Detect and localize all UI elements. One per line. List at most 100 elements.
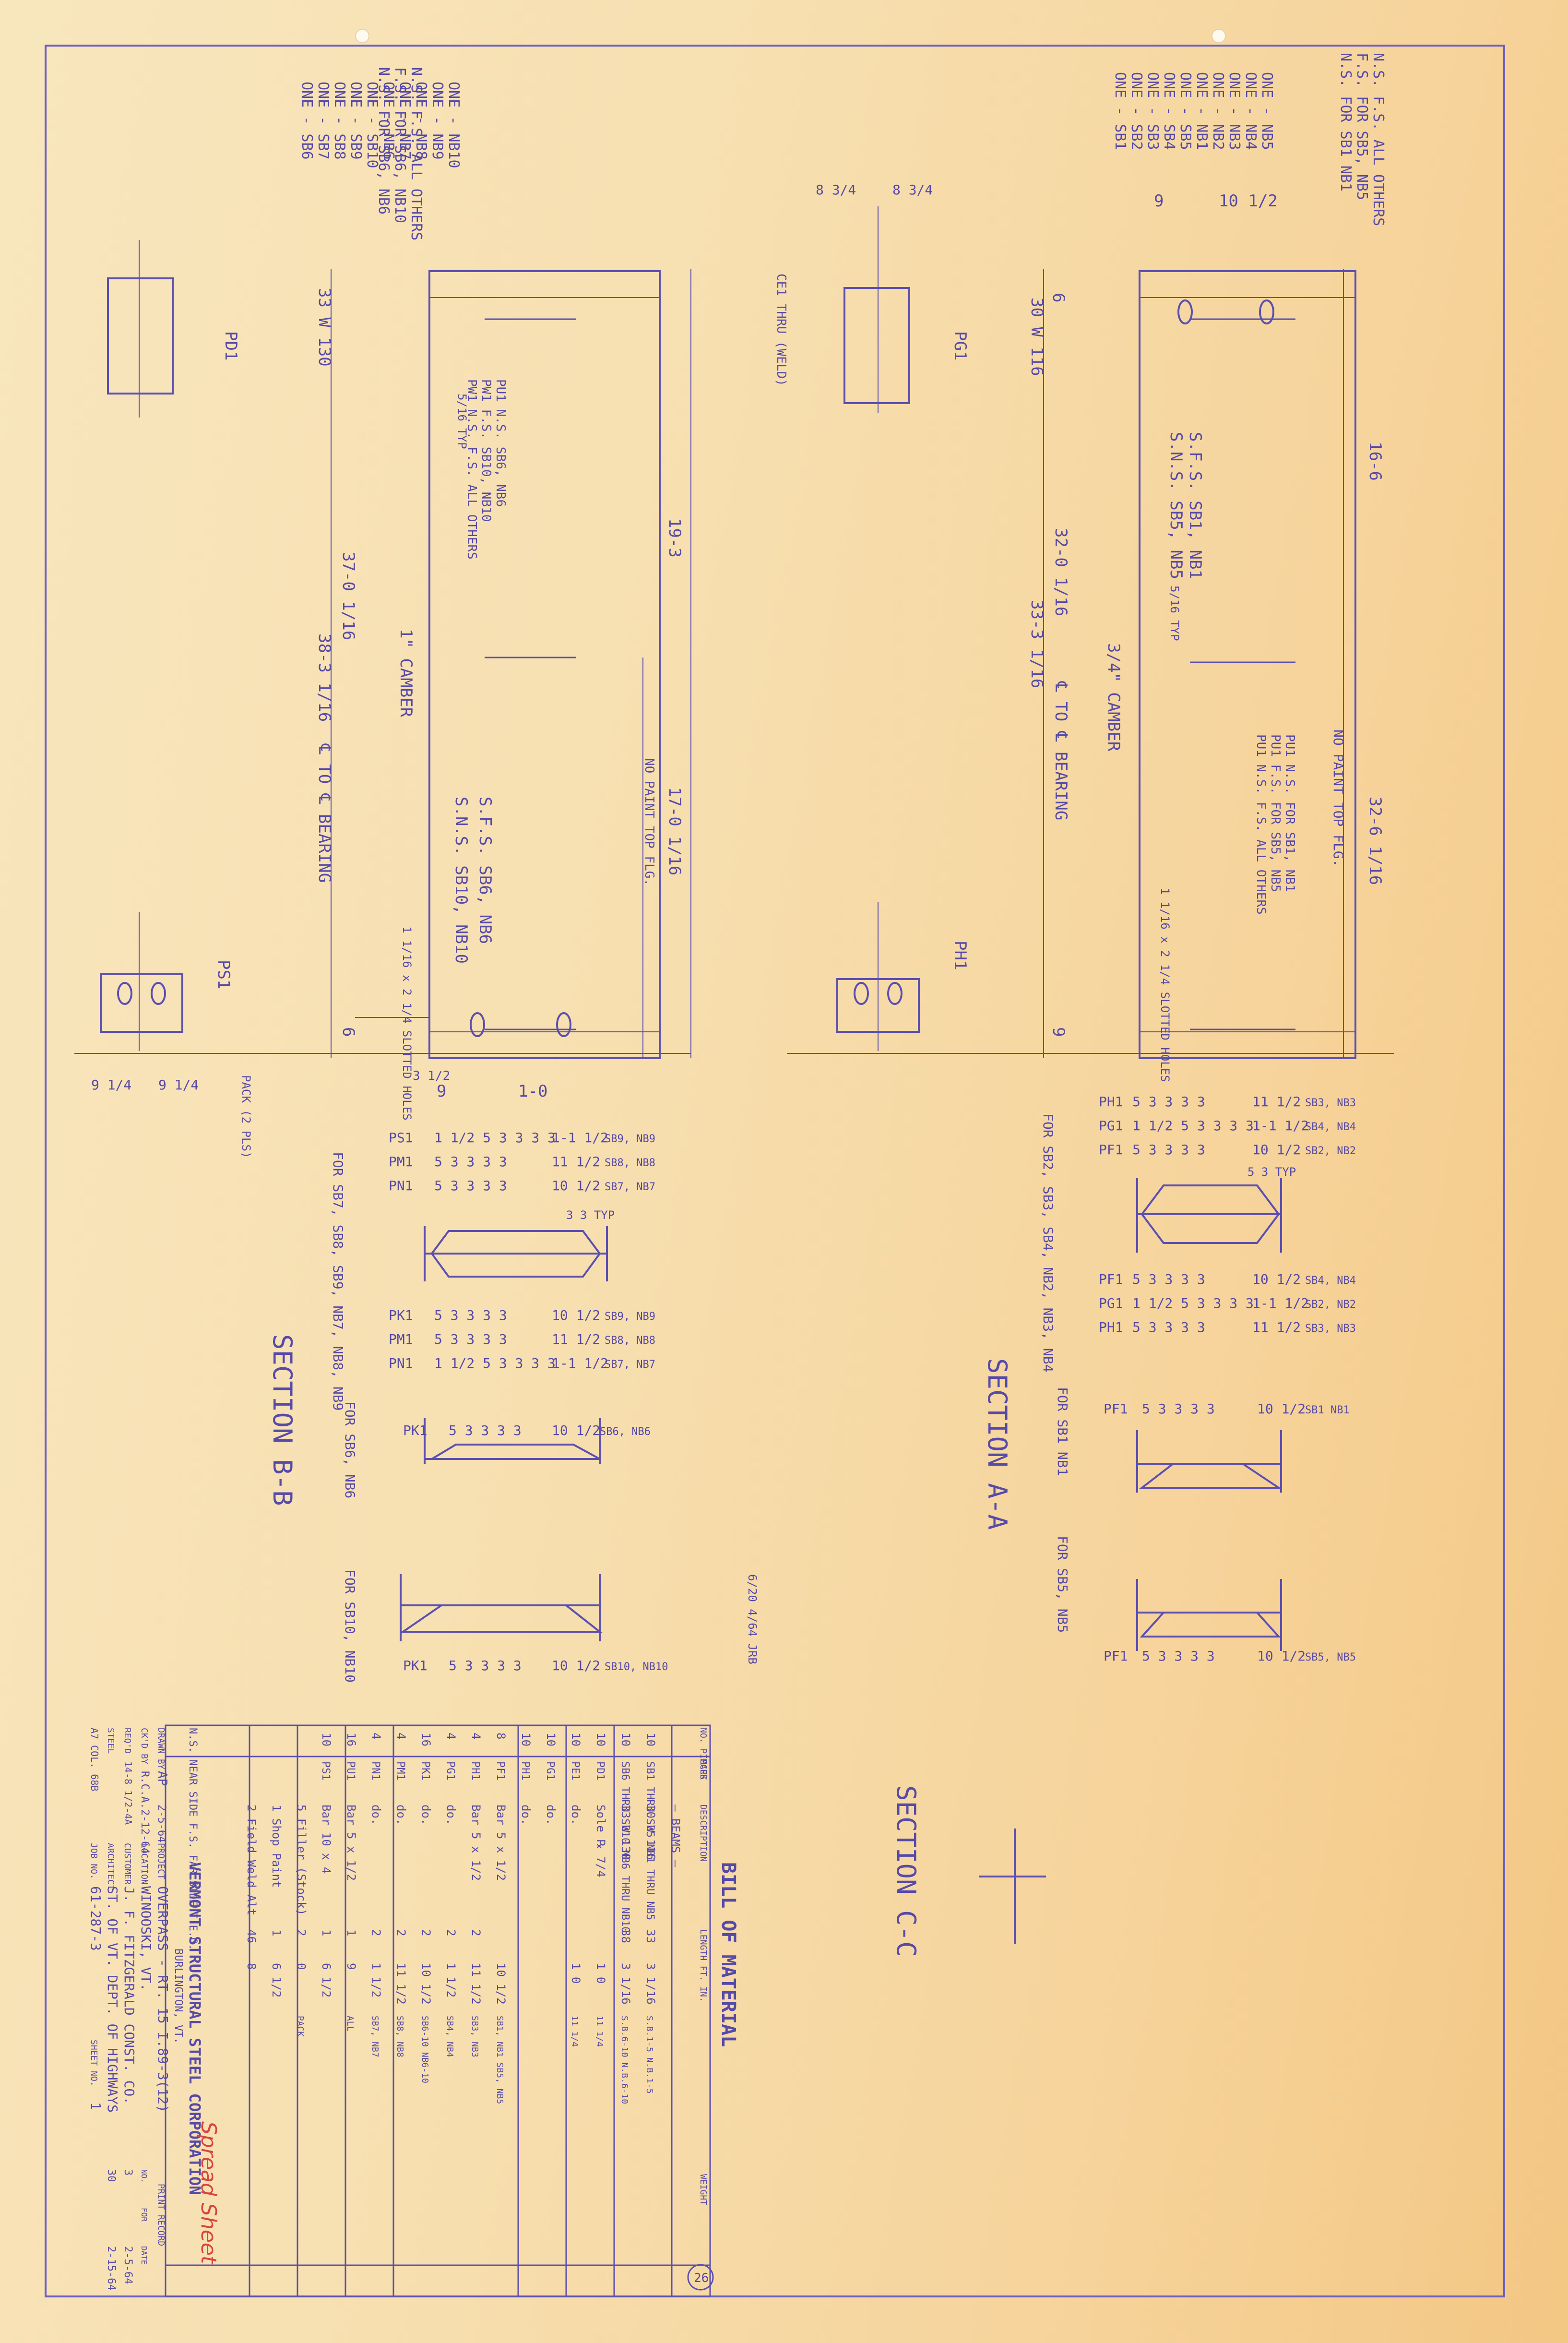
bom-cell-no: 4 <box>444 1733 458 1739</box>
location: WINOOSKI, VT. <box>138 1886 154 1991</box>
checked-by: R.C.A. <box>139 1771 151 1809</box>
schedule-a-len: 10 1/2 <box>1252 1142 1301 1158</box>
schedule-b-dims: 5 3 3 3 3 <box>434 1178 507 1194</box>
bom-cell-ft: 33 <box>644 1929 657 1943</box>
schedule-a-mark: PF1 <box>1104 1648 1128 1664</box>
bom-cell-desc: do. <box>519 1805 533 1825</box>
schedule-b-dims: 5 3 3 3 3 <box>434 1331 507 1347</box>
note-a-3: N.S. F.S. ALL OTHERS <box>1370 53 1387 226</box>
sheet-border <box>45 45 1505 2297</box>
beam-b-slotted: 1 1/16 x 2 1/4 SLOTTED HOLES <box>400 926 414 1121</box>
drawn-by-label: DRAWN BY <box>156 1728 166 1769</box>
beam-b-bearing: ℄ TO ℄ BEARING <box>315 743 334 883</box>
print-date-label: DATE <box>140 2246 149 2265</box>
schedule-a-dims: 5 3 3 3 3 <box>1132 1271 1205 1287</box>
beam-a-length-cl: 33-3 1/16 <box>1027 600 1046 688</box>
schedule-b-use: SB6, NB6 <box>600 1426 651 1438</box>
circle-number: 26 <box>694 2271 709 2285</box>
bom-cell-desc: Bar 10 x 4 <box>320 1805 333 1874</box>
print-date-1: 2-5-64 <box>122 2246 134 2284</box>
girder-b-item: ONE - NB8 <box>413 82 429 160</box>
schedule-b-len: 10 1/2 <box>552 1423 600 1438</box>
bom-cell-mark: PF1 <box>494 1761 506 1781</box>
bom-cell-ft: 2 <box>444 1929 458 1936</box>
schedule-b-mark: PM1 <box>389 1154 413 1170</box>
bom-cell-in: 1 0 <box>569 1963 582 1984</box>
schedule-a-group1: FOR SB2, SB3, SB4, NB2, NB3, NB4 <box>1040 1113 1056 1372</box>
bom-table <box>165 1724 711 2297</box>
architect-label: ARCHITECT <box>106 1843 116 1890</box>
beam-b-labels: 33 W 130 37-0 1/16 38-3 1/16 ℄ TO ℄ BEAR… <box>91 288 684 1158</box>
bom-cell-in: 6 1/2 <box>320 1963 333 1997</box>
schedule-b-len: 11 1/2 <box>552 1331 600 1347</box>
schedule-b-use: SB9, NB9 <box>605 1311 655 1323</box>
beam-a-dim-6: 6 <box>1049 293 1068 302</box>
bom-header-length: LENGTH FT. IN. <box>698 1929 708 2002</box>
bom-cell-desc: 1 Shop Paint <box>270 1805 283 1888</box>
bom-cell-in: 10 1/2 <box>419 1963 433 2005</box>
bom-cell-ft: 38 <box>619 1929 632 1943</box>
bom-cell-mark: PG1 <box>544 1761 556 1781</box>
girder-b-item: ONE - SB9 <box>347 82 364 160</box>
schedule-a-use: SB5, NB5 <box>1305 1651 1356 1663</box>
beam-a-half-len: 16-6 <box>1366 442 1385 481</box>
circle-number-badge: 26 <box>687 2264 714 2291</box>
bom-cell-in: 3 1/16 <box>644 1963 657 2005</box>
bom-cell-in: 6 1/2 <box>270 1963 283 1997</box>
schedule-a-len: 11 1/2 <box>1252 1094 1301 1110</box>
schedule-a-len: 10 1/2 <box>1257 1401 1306 1417</box>
schedule-b-mark: PK1 <box>403 1658 428 1674</box>
beam-a-p-end2: PH1 <box>950 941 970 970</box>
bom-cell-note: S.B.1-5 N.B.1-5 <box>644 2016 654 2094</box>
print-no-label: NO. <box>140 2169 149 2183</box>
section-titles: SECTION B-B SECTION A-A SECTION C-C <box>267 1334 1012 1957</box>
beam-b-length-cl: 38-3 1/16 <box>315 634 334 722</box>
customer: J. F. FITZGERALD CONST. CO. <box>121 1886 137 2104</box>
schedule-a-len: 10 1/2 <box>1257 1648 1306 1664</box>
schedule-a-mark: PF1 <box>1099 1142 1123 1158</box>
schedule-b-mark: PK1 <box>389 1307 413 1323</box>
drawn-date: 2-5-64 <box>155 1805 167 1842</box>
beam-a-labels: 30 W 116 32-0 1/16 33-3 1/16 ℄ TO ℄ BEAR… <box>774 182 1385 1082</box>
beam-b-half-len: 19-3 <box>665 518 684 558</box>
plate-sketches-a <box>1136 1178 1282 1651</box>
bom-cell-ft: 2 <box>295 1929 308 1936</box>
note-a-2: F.S. FOR SB5, NB5 <box>1354 53 1370 200</box>
bom-cell-mark: PU1 <box>344 1761 356 1781</box>
schedule-b-use: SB9, NB9 <box>605 1133 655 1145</box>
schedule-a-use: SB4, NB4 <box>1305 1121 1356 1133</box>
bom-cell-in: 1 0 <box>594 1963 607 1984</box>
schedule-a-len: 1-1 1/2 <box>1252 1118 1309 1134</box>
schedule-a-use: SB4, NB4 <box>1305 1275 1356 1287</box>
bom-cell-desc: do. <box>544 1805 558 1825</box>
bom-cell-ft: 1 <box>344 1929 358 1936</box>
girder-b-item: ONE - SB7 <box>315 82 332 160</box>
print-no-2: 30 <box>105 2169 117 2182</box>
schedule-a-use: SB1 NB1 <box>1305 1404 1350 1416</box>
bom-header-desc: DESCRIPTION <box>698 1805 708 1862</box>
checked-by-label: CK'D BY <box>139 1728 149 1764</box>
project-label: PROJECT <box>156 1843 166 1879</box>
bom-cell-in: 3 1/16 <box>619 1963 632 2005</box>
beam-b-dim-1-0: 1-0 <box>518 1082 547 1101</box>
girder-b-item: ONE - NB7 <box>396 82 413 160</box>
bom-cell-desc: — BEAMS — <box>669 1805 682 1867</box>
bom-cell-no: 10 <box>619 1733 632 1746</box>
beam-b-elevation <box>74 240 691 1059</box>
bom-cell-no: 10 <box>569 1733 582 1746</box>
schedule-a-use: SB3, NB3 <box>1305 1323 1356 1335</box>
bom-cell-note: SB1, NB1 SB5, NB5 <box>495 2016 505 2104</box>
bom-cell-note: SB8, NB8 <box>395 2016 405 2057</box>
schedule-a-mark: PF1 <box>1099 1271 1123 1287</box>
bom-cell-no: 8 <box>494 1733 508 1739</box>
bom-cell-mark: PH1 <box>519 1761 531 1781</box>
schedule-a-dims: 5 3 3 3 3 <box>1142 1401 1215 1417</box>
beam-b-p-end2: PS1 <box>214 960 233 989</box>
steel-label: STEEL <box>106 1728 116 1754</box>
bom-cell-note: S.B.6-10 N.B.6-10 <box>619 2016 630 2104</box>
beam-b-p-end: PD1 <box>221 331 240 360</box>
beam-a-member: 30 W 116 <box>1027 298 1046 376</box>
bom-cell-desc: do. <box>569 1805 582 1825</box>
girder-b-item: ONE - NB10 <box>445 82 462 168</box>
bom-cell-no: 4 <box>394 1733 408 1739</box>
